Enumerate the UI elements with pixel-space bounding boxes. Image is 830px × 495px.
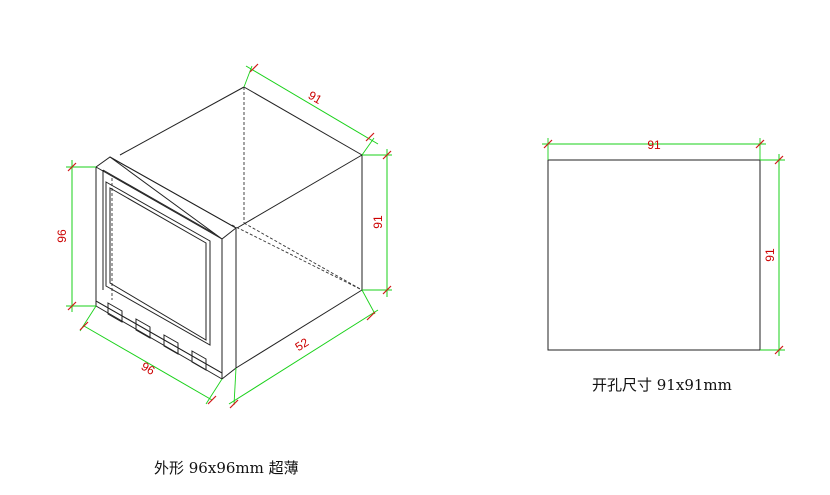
- dim-top-edge: 91: [243, 63, 379, 156]
- dim-front-width: 96: [79, 305, 223, 405]
- cutout-view: 91 91 开孔尺寸 91x91mm: [542, 138, 785, 394]
- dim-side-height: 91: [362, 149, 392, 297]
- button-1: [107, 302, 123, 323]
- dim-top-edge-label: 91: [306, 88, 325, 107]
- button-2: [135, 318, 151, 339]
- dim-cutout-width-label: 91: [647, 138, 661, 152]
- dim-front-height: 96: [55, 160, 96, 312]
- cutout-rectangle: [547, 159, 761, 351]
- dim-depth: 52: [228, 289, 379, 409]
- dim-side-height-label: 91: [371, 215, 385, 229]
- dim-front-height-label: 96: [55, 229, 69, 243]
- housing-outline: [119, 86, 363, 369]
- dim-front-width-label: 96: [139, 359, 158, 378]
- display-window: [105, 181, 211, 346]
- front-buttons: [107, 302, 207, 371]
- dim-cutout-height-label: 91: [763, 248, 777, 262]
- dim-cutout-height: 91: [760, 154, 785, 356]
- button-3: [163, 334, 179, 355]
- isometric-caption: 外形 96x96mm 超薄: [154, 459, 299, 477]
- cutout-caption: 开孔尺寸 91x91mm: [592, 376, 732, 394]
- front-bezel: [95, 156, 237, 381]
- button-4: [191, 350, 207, 371]
- isometric-view: 96 96 52 91: [55, 63, 392, 477]
- hidden-edges: [111, 87, 363, 300]
- dim-depth-label: 52: [293, 335, 312, 354]
- dim-cutout-width: 91: [542, 138, 766, 160]
